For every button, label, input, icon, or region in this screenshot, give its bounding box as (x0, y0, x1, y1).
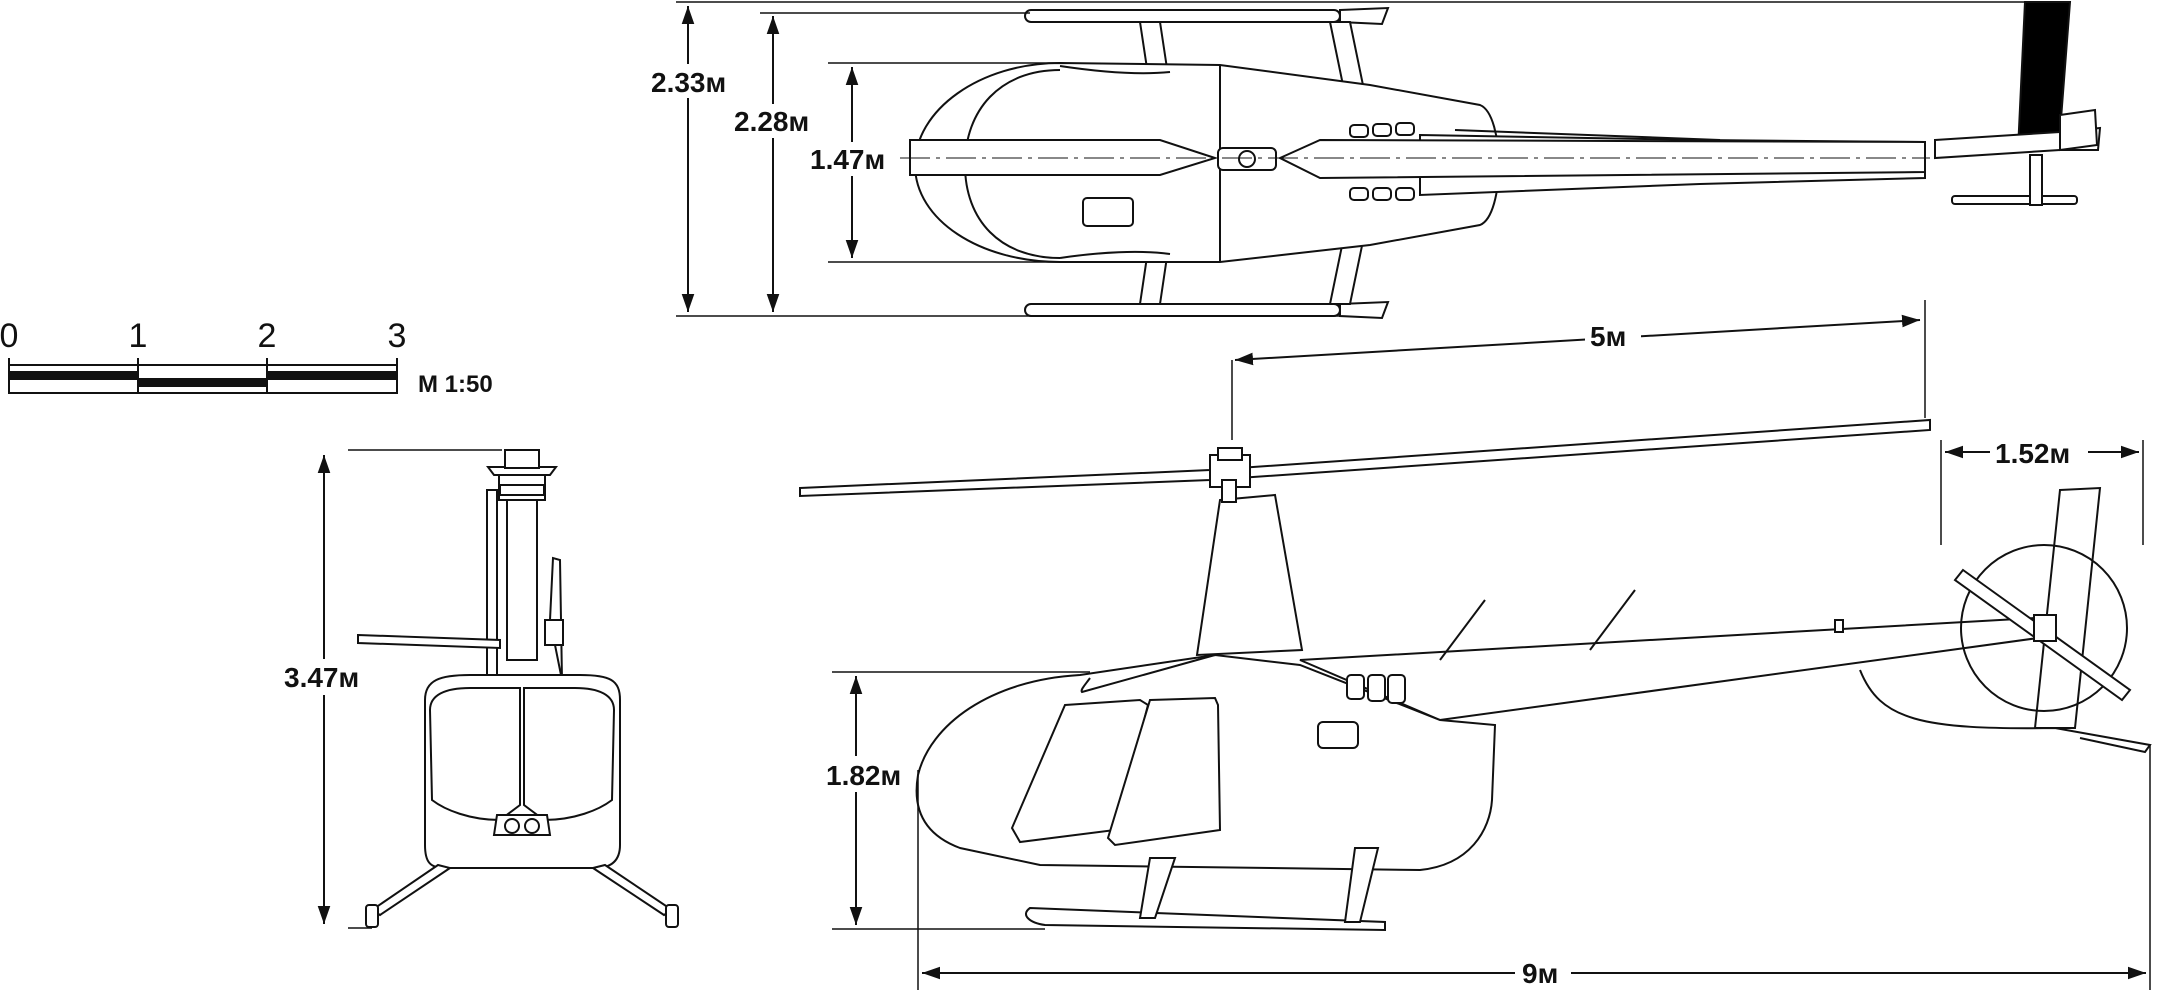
dim-label-tail-rotor: 1.52м (1995, 438, 2070, 469)
window-top (1082, 197, 1134, 227)
dim-label-skid-width: 2.28м (734, 106, 809, 137)
scale-bar-graphic (8, 358, 398, 394)
skid-side (1025, 906, 1386, 932)
dim-line-rotor-radius (1234, 314, 1921, 366)
door-window-rear (1106, 696, 1222, 847)
scale-tick-label: 2 (258, 317, 277, 355)
skid-bottom (1024, 235, 1390, 320)
main-rotor-side (799, 418, 1931, 498)
tail-rotor-disc (1960, 544, 2128, 712)
dim-label-length: 9м (1522, 958, 1558, 989)
scale-ratio-label: M 1:50 (418, 371, 493, 398)
scale-tick-label: 0 (0, 317, 18, 355)
mast-fairing (1195, 493, 1304, 657)
scale-tick-label: 1 (129, 317, 148, 355)
dim-label-overall-width: 2.33м (651, 67, 726, 98)
top-view (676, 1, 2102, 320)
front-view (317, 449, 679, 929)
scale-tick-label: 3 (388, 317, 407, 355)
tail-fin-side (2033, 486, 2102, 729)
side-view (799, 300, 2152, 990)
dim-label-rotor-radius: 5м (1590, 321, 1626, 352)
dim-label-cabin-width: 1.47м (810, 144, 885, 175)
scale-bar: 0 1 2 3 M 1:50 (0, 317, 493, 398)
dim-label-overall-height: 3.47м (284, 662, 359, 693)
landing-gear-front (370, 863, 453, 917)
tail-boom-side (1299, 616, 2040, 722)
side-window-small (1317, 721, 1359, 749)
main-rotor-top (909, 138, 1926, 180)
skid-top (1024, 6, 1390, 91)
cabin-front-outline (424, 674, 621, 869)
dim-label-height: 1.82м (826, 760, 901, 791)
tail-rotor-top (1951, 195, 2078, 205)
